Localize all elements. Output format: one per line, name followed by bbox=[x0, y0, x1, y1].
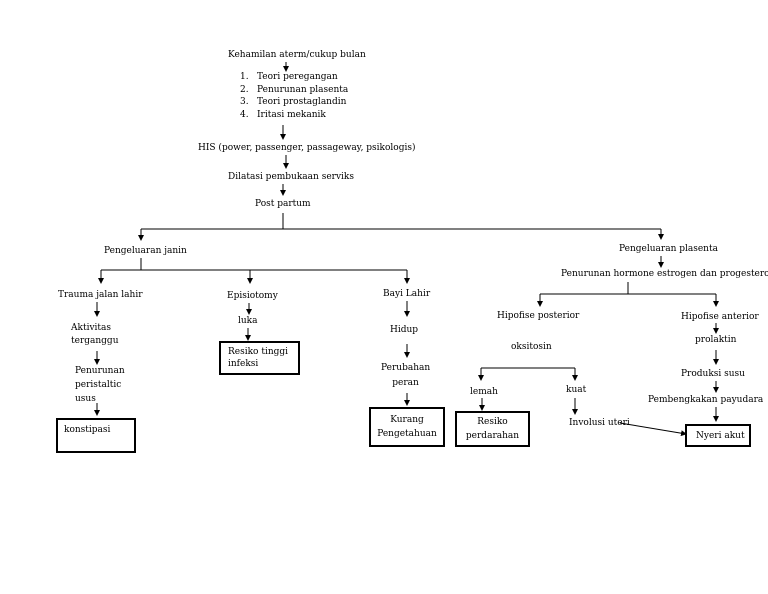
theory-number: 2. bbox=[240, 84, 249, 95]
node-kehamilan-aterm: Kehamilan aterm/cukup bulan bbox=[228, 50, 366, 60]
theory-item: 3. Teori prostaglandin bbox=[240, 96, 348, 109]
node-pengeluaran-plasenta: Pengeluaran plasenta bbox=[619, 244, 718, 254]
line: Resiko tinggi bbox=[228, 347, 289, 357]
arrow-involusi-nyeri bbox=[619, 422, 687, 437]
node-pembengkakan-payudara: Pembengkakan payudara bbox=[648, 395, 764, 405]
box-label: Resiko perdarahan bbox=[457, 416, 528, 442]
line: Pengetahuan bbox=[377, 429, 437, 439]
box-label: Kurang Pengetahuan bbox=[371, 414, 443, 440]
line: perdarahan bbox=[465, 431, 520, 441]
theory-list: 1.Teori peregangan 2.Penurunan plasenta … bbox=[240, 71, 348, 121]
node-luka: luka bbox=[238, 316, 258, 326]
line: Penurunan bbox=[75, 366, 125, 376]
node-oksitosin: oksitosin bbox=[511, 342, 552, 352]
node-aktivitas-terganggu: Aktivitas terganggu bbox=[71, 323, 119, 347]
line: Resiko bbox=[477, 417, 508, 427]
node-produksi-susu: Produksi susu bbox=[681, 369, 745, 379]
node-bayi-lahir: Bayi Lahir bbox=[383, 289, 431, 299]
line: peran bbox=[392, 378, 419, 388]
node-hipofise-posterior: Hipofise posterior bbox=[497, 311, 580, 321]
box-nyeri-akut: Nyeri akut bbox=[685, 424, 751, 447]
box-konstipasi: konstipasi bbox=[56, 418, 136, 453]
node-post-partum: Post partum bbox=[255, 199, 311, 209]
node-kuat: kuat bbox=[566, 385, 587, 395]
box-kurang-pengetahuan: Kurang Pengetahuan bbox=[369, 407, 445, 447]
box-label: Nyeri akut bbox=[696, 431, 745, 441]
theory-label: Teori prostaglandin bbox=[257, 97, 347, 107]
theory-number: 3. bbox=[240, 97, 249, 107]
node-involusi-uteri: Involusi uteri bbox=[569, 418, 630, 428]
node-penurunan-hormone: Penurunan hormone estrogen dan progester… bbox=[561, 269, 768, 279]
line: peristaltic bbox=[75, 380, 122, 390]
node-trauma-jalan-lahir: Trauma jalan lahir bbox=[58, 290, 143, 300]
node-his: HIS (power, passenger, passageway, psiko… bbox=[198, 143, 416, 153]
node-pengeluaran-janin: Pengeluaran janin bbox=[104, 246, 187, 256]
node-penurunan-peristaltic: Penurunan peristaltic usus bbox=[75, 366, 125, 405]
node-prolaktin: prolaktin bbox=[695, 335, 737, 345]
node-hipofise-anterior: Hipofise anterior bbox=[681, 312, 759, 322]
theory-label: Penurunan plasenta bbox=[257, 84, 349, 95]
theory-number: 1. bbox=[240, 72, 249, 82]
node-lemah: lemah bbox=[470, 387, 498, 397]
line: Aktivitas bbox=[71, 323, 112, 333]
line: Perubahan bbox=[381, 363, 431, 373]
line: infeksi bbox=[228, 359, 259, 369]
node-hidup: Hidup bbox=[390, 325, 419, 335]
box-label: Resiko tinggi infeksi bbox=[228, 346, 288, 370]
theory-item: 1. Teori peregangan bbox=[240, 71, 348, 84]
line: terganggu bbox=[71, 336, 119, 346]
node-perubahan-peran: Perubahan peran bbox=[381, 363, 430, 389]
theory-label: Iritasi mekanik bbox=[257, 109, 326, 120]
theory-item: 2. Penurunan plasenta bbox=[240, 84, 348, 97]
node-episiotomy: Episiotomy bbox=[227, 291, 278, 301]
theory-label: Teori peregangan bbox=[257, 72, 338, 82]
line: Kurang bbox=[390, 415, 424, 425]
box-resiko-perdarahan: Resiko perdarahan bbox=[455, 411, 530, 447]
line: usus bbox=[75, 394, 96, 404]
box-resiko-infeksi: Resiko tinggi infeksi bbox=[219, 341, 300, 375]
node-dilatasi: Dilatasi pembukaan serviks bbox=[228, 172, 354, 182]
theory-number: 4. bbox=[240, 109, 249, 120]
box-label: konstipasi bbox=[64, 425, 111, 435]
theory-item: 4. Iritasi mekanik bbox=[240, 109, 348, 122]
